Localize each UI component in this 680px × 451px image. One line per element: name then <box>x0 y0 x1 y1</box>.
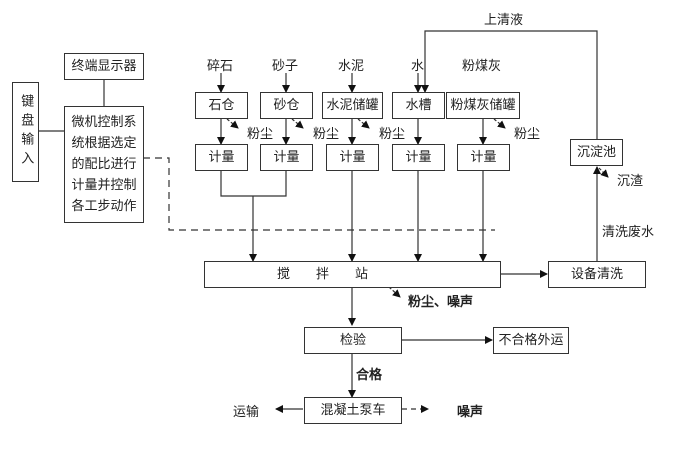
sand-label: 砂子 <box>272 59 299 74</box>
mixing-station-box: 搅 拌 站 <box>204 261 501 288</box>
inspection-box: 检验 <box>304 327 402 354</box>
terminal-display-box: 终端显示器 <box>64 53 144 80</box>
dashed-control-line <box>143 157 495 231</box>
keyboard-input-box: 键盘输入 <box>12 82 39 182</box>
stone-bin-label: 石仓 <box>208 97 235 113</box>
metering-box-cement: 计量 <box>326 144 379 171</box>
noise-label: 噪声 <box>457 405 484 420</box>
mixing-emission-label: 粉尘、噪声 <box>408 295 474 310</box>
dust-label-sand: 粉尘 <box>313 127 340 142</box>
water-tank-box: 水槽 <box>392 92 445 119</box>
water-tank-label: 水槽 <box>405 97 432 113</box>
wash-wastewater-label: 清洗废水 <box>602 225 655 240</box>
mixing-station-label: 搅 拌 站 <box>276 266 368 282</box>
metering-box-flyash: 计量 <box>457 144 510 171</box>
supernatant-label: 上清液 <box>484 13 524 28</box>
pump-truck-label: 混凝土泵车 <box>320 402 386 418</box>
cement-tank-box: 水泥储罐 <box>322 92 383 119</box>
equipment-cleaning-box: 设备清洗 <box>548 261 646 288</box>
cement-label: 水泥 <box>338 59 365 74</box>
metering-label: 计量 <box>470 149 497 165</box>
reject-box: 不合格外运 <box>493 327 569 354</box>
metering-label: 计量 <box>273 149 300 165</box>
flyash-label: 粉煤灰 <box>462 59 502 74</box>
pump-truck-box: 混凝土泵车 <box>304 397 402 424</box>
inspection-label: 检验 <box>339 332 366 348</box>
metering-box-stone: 计量 <box>195 144 248 171</box>
dust-label-stone: 粉尘 <box>247 127 274 142</box>
flyash-tank-label: 粉煤灰储罐 <box>450 97 516 113</box>
sedimentation-tank-box: 沉淀池 <box>570 139 623 166</box>
metering-label: 计量 <box>405 149 432 165</box>
sedimentation-tank-label: 沉淀池 <box>576 144 616 160</box>
qualified-label: 合格 <box>356 368 383 383</box>
microcomputer-label: 微机控制系统根据选定的配比进行计量并控制各工步动作 <box>71 115 137 214</box>
dust-label-cement: 粉尘 <box>379 127 406 142</box>
sand-bin-box: 砂仓 <box>260 92 313 119</box>
terminal-display-label: 终端显示器 <box>71 58 137 74</box>
microcomputer-box: 微机控制系统根据选定的配比进行计量并控制各工步动作 <box>64 106 144 223</box>
flyash-tank-box: 粉煤灰储罐 <box>446 92 520 119</box>
reject-label: 不合格外运 <box>498 332 564 348</box>
gravel-label: 碎石 <box>207 59 234 74</box>
keyboard-input-label: 键盘输入 <box>18 94 34 170</box>
water-label: 水 <box>411 59 425 74</box>
metering-box-water: 计量 <box>392 144 445 171</box>
cement-tank-label: 水泥储罐 <box>326 97 379 113</box>
metering-box-sand: 计量 <box>260 144 313 171</box>
sediment-label: 沉渣 <box>617 174 644 189</box>
dust-label-flyash: 粉尘 <box>514 127 541 142</box>
stone-bin-box: 石仓 <box>195 92 248 119</box>
equipment-cleaning-label: 设备清洗 <box>570 266 623 282</box>
metering-label: 计量 <box>208 149 235 165</box>
sand-bin-label: 砂仓 <box>273 97 300 113</box>
transport-label: 运输 <box>233 405 260 420</box>
metering-label: 计量 <box>339 149 366 165</box>
